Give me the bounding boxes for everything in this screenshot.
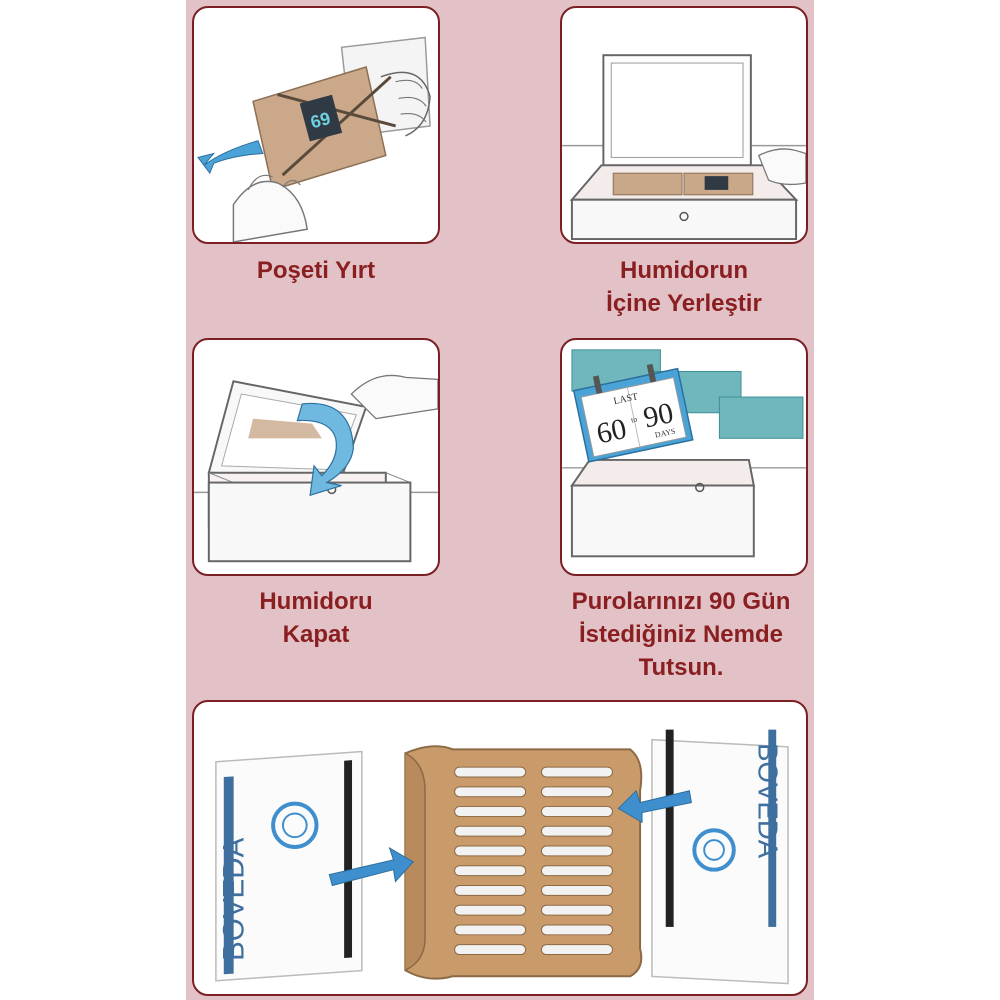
wooden-holder <box>404 745 643 980</box>
humidor-closing-illustration <box>194 374 438 563</box>
panel-boveda-holder: BOVEDA <box>192 700 808 996</box>
close-lid-arrow-icon <box>296 402 354 497</box>
panel-tear-packet: 69 <box>192 6 440 244</box>
tear-packet-illustration: 69 <box>197 36 431 242</box>
boveda-packet-left: BOVEDA <box>215 750 363 982</box>
panel-keep-humidity: LAST 60 to 90 DAYS <box>560 338 808 576</box>
calendar-right-number: 90 <box>641 397 676 434</box>
tear-arrow-icon <box>197 140 264 175</box>
caption-step-2: Humidorun İçine Yerleştir <box>606 257 762 317</box>
calendar-packets-illustration: LAST 60 to 90 DAYS <box>562 349 806 558</box>
calendar-left-number: 60 <box>594 413 629 450</box>
calendar-icon: LAST 60 to 90 DAYS <box>572 363 694 463</box>
calendar-bottom-word: DAYS <box>654 426 676 439</box>
boveda-brand-left: BOVEDA <box>218 837 251 961</box>
caption-step-3: Humidoru Kapat <box>259 588 373 648</box>
caption-step-1: Poşeti Yırt <box>256 257 376 284</box>
boveda-packet-right: BOVEDA <box>651 729 789 985</box>
calendar-mid-word: to <box>630 414 638 424</box>
instruction-sheet: 69 <box>186 0 814 1000</box>
panel-place-in-humidor <box>560 6 808 244</box>
insert-arrow-icon <box>328 846 414 887</box>
panel-close-humidor <box>192 338 440 576</box>
boveda-holder-illustration: BOVEDA <box>215 729 789 985</box>
caption-step-4: Purolarınızı 90 Gün İstediğiniz Nemde Tu… <box>571 588 791 681</box>
humidor-open-illustration <box>562 54 806 241</box>
boveda-brand-right: BOVEDA <box>752 743 783 859</box>
calendar-top-word: LAST <box>613 391 639 407</box>
insert-arrow-icon-right <box>617 789 692 824</box>
